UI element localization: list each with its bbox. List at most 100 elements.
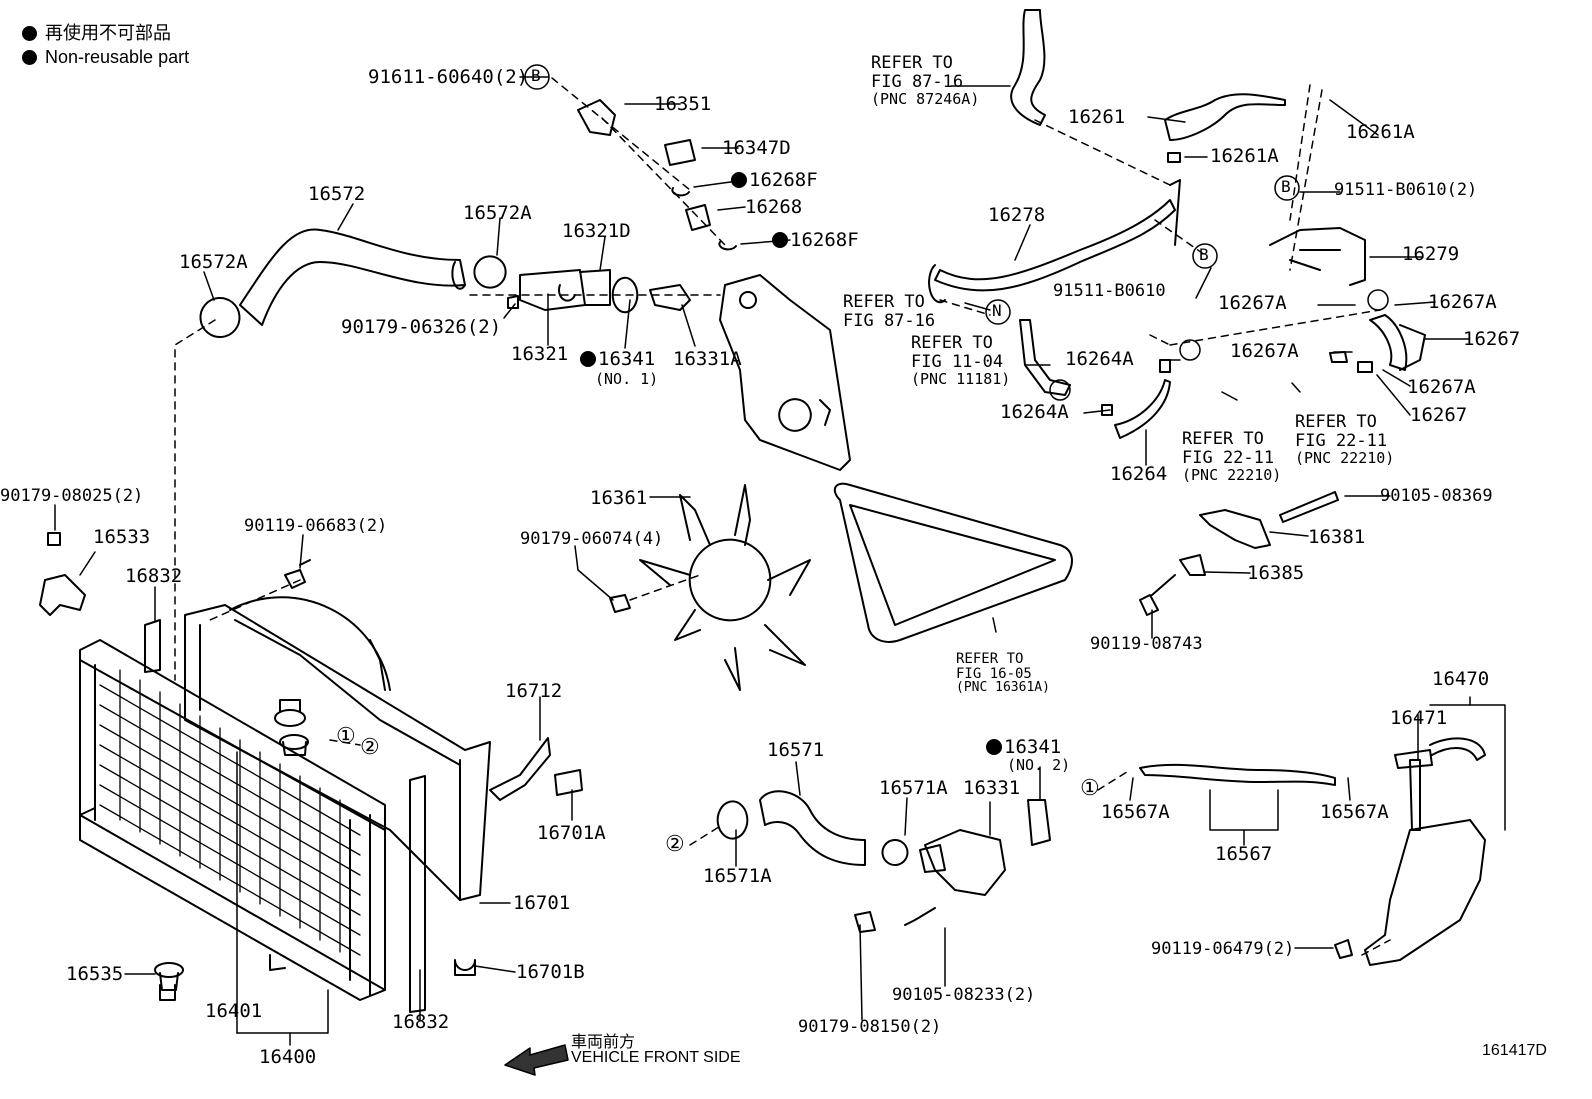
part-label[interactable]: 16351 [654, 93, 712, 115]
coolant-reservoir [1364, 737, 1486, 966]
front-arrow [504, 1044, 569, 1076]
marker-2: ② [360, 735, 380, 760]
part-label[interactable]: 16264A [1000, 401, 1069, 423]
part-label[interactable]: 16533 [93, 526, 151, 548]
part-label[interactable]: 16321 [511, 343, 569, 365]
part-label[interactable]: 16701B [516, 961, 585, 983]
part-label[interactable]: 16267 [1463, 328, 1521, 350]
hose-clamp-upper [199, 255, 507, 339]
bracket-16381 [1199, 509, 1271, 549]
part-sublabel: (NO. 1) [595, 370, 659, 388]
part-label[interactable]: 16267A [1407, 376, 1476, 398]
part-label[interactable]: 16832 [392, 1011, 450, 1033]
part-label[interactable]: 16571 [767, 739, 825, 761]
filled-dot-icon [22, 50, 37, 65]
part-label[interactable]: 16535 [66, 963, 124, 985]
part-label[interactable]: 16331 [963, 777, 1021, 799]
marker-circles [524, 64, 1389, 401]
part-label[interactable]: 90119-06683(2) [244, 516, 388, 536]
hose-16267 [1369, 314, 1426, 371]
part-label[interactable]: 16267 [1410, 404, 1468, 426]
ref-fig22-11-b[interactable]: REFER TO FIG 22-11 (PNC 22210) [1295, 413, 1394, 467]
part-label[interactable]: 90105-08233(2) [892, 985, 1036, 1005]
ref-line: (PNC 11181) [911, 370, 1011, 389]
hose-87246A [1010, 9, 1046, 126]
part-label[interactable]: 16279 [1402, 243, 1460, 265]
thermostat [649, 284, 691, 311]
ref-line: FIG 11-04 [911, 351, 1004, 372]
part-label[interactable]: 16567 [1215, 843, 1273, 865]
bracket-16385 [1179, 554, 1206, 576]
part-label[interactable]: 90119-08743 [1090, 634, 1203, 654]
part-label[interactable]: 16701A [537, 822, 606, 844]
figure-id: 161417D [1482, 1042, 1547, 1059]
shroud-bracket [489, 737, 551, 801]
part-label[interactable]: 91511-B0610(2) [1334, 180, 1478, 200]
ref-line: FIG 87-16 [843, 310, 936, 331]
part-label[interactable]: 16264 [1110, 463, 1168, 485]
part-label[interactable]: 16470 [1432, 668, 1490, 690]
part-label[interactable]: 16267A [1230, 340, 1299, 362]
dashed-lines [174, 77, 1391, 956]
part-label[interactable]: 16401 [205, 1000, 263, 1022]
part-label[interactable]: 90179-08025(2) [0, 486, 144, 506]
part-label[interactable]: 16278 [988, 204, 1046, 226]
part-label[interactable]: 16471 [1390, 707, 1448, 729]
part-label[interactable]: 16321D [562, 220, 631, 242]
pump-nut [854, 911, 876, 933]
part-label[interactable]: 90179-08150(2) [798, 1017, 942, 1037]
part-label[interactable]: 16268F [772, 231, 859, 250]
ref-fig87-16-b[interactable]: REFER TO FIG 87-16 [843, 293, 935, 330]
part-label[interactable]: 16572A [179, 251, 248, 273]
ref-fig16-05[interactable]: REFER TO FIG 16-05 (PNC 16361A) [956, 652, 1050, 695]
legend-en: Non-reusable part [22, 48, 189, 66]
ref-fig87-16-a[interactable]: REFER TO FIG 87-16 (PNC 87246A) [871, 54, 979, 108]
gasket-16341 [611, 276, 639, 314]
part-label[interactable]: 16261 [1068, 106, 1126, 128]
ref-fig22-11-a[interactable]: REFER TO FIG 22-11 (PNC 22210) [1182, 430, 1281, 484]
ref-line: REFER TO [843, 292, 925, 312]
part-label[interactable]: 16572 [308, 183, 366, 205]
part-label[interactable]: 16571A [703, 865, 772, 887]
part-label[interactable]: 16381 [1308, 526, 1366, 548]
part-label[interactable]: 16261A [1210, 145, 1279, 167]
part-label[interactable]: 16572A [463, 202, 532, 224]
part-label[interactable]: 16267A [1218, 292, 1287, 314]
ref-line: (PNC 87246A) [871, 90, 980, 109]
part-label[interactable]: 16268 [745, 196, 803, 218]
bolt-90119-08743 [1139, 574, 1176, 616]
part-label[interactable]: 16341 [986, 738, 1061, 757]
part-label[interactable]: 16268F [731, 171, 818, 190]
part-label[interactable]: 16567A [1101, 801, 1170, 823]
part-label[interactable]: 91511-B0610 [1053, 281, 1166, 301]
part-label[interactable]: 16712 [505, 680, 563, 702]
part-label[interactable]: 16385 [1247, 562, 1305, 584]
part-label[interactable]: 90179-06074(4) [520, 529, 664, 549]
part-label[interactable]: 16267A [1428, 291, 1497, 313]
part-label[interactable]: 16347D [722, 137, 791, 159]
part-label[interactable]: 90179-06326(2) [341, 316, 502, 338]
part-label[interactable]: 16331A [673, 348, 742, 370]
part-label[interactable]: 16701 [513, 892, 571, 914]
part-label[interactable]: 16571A [879, 777, 948, 799]
part-label[interactable]: 16264A [1065, 348, 1134, 370]
radiator-assembly [79, 619, 386, 1001]
non-reusable-dot-icon [986, 739, 1002, 755]
part-label[interactable]: 91611-60640(2) [368, 66, 529, 88]
part-label[interactable]: 16341 [580, 350, 655, 369]
ref-line: FIG 16-05 [956, 665, 1032, 682]
front-label-jp: 車両前方 [571, 1034, 636, 1051]
part-label[interactable]: 16400 [259, 1046, 317, 1068]
non-reusable-dot-icon [772, 232, 788, 248]
ref-line: REFER TO [1295, 412, 1377, 432]
hose-16264 [1114, 379, 1171, 439]
part-label[interactable]: 16567A [1320, 801, 1389, 823]
ref-fig11-04[interactable]: REFER TO FIG 11-04 (PNC 11181) [911, 334, 1010, 388]
part-label[interactable]: 90105-08369 [1380, 486, 1493, 506]
part-label[interactable]: 16361 [590, 487, 648, 509]
part-label[interactable]: 16832 [125, 565, 183, 587]
part-label[interactable]: 16261A [1346, 121, 1415, 143]
part-label[interactable]: 90119-06479(2) [1151, 939, 1295, 959]
marker-1: ① [336, 724, 356, 749]
